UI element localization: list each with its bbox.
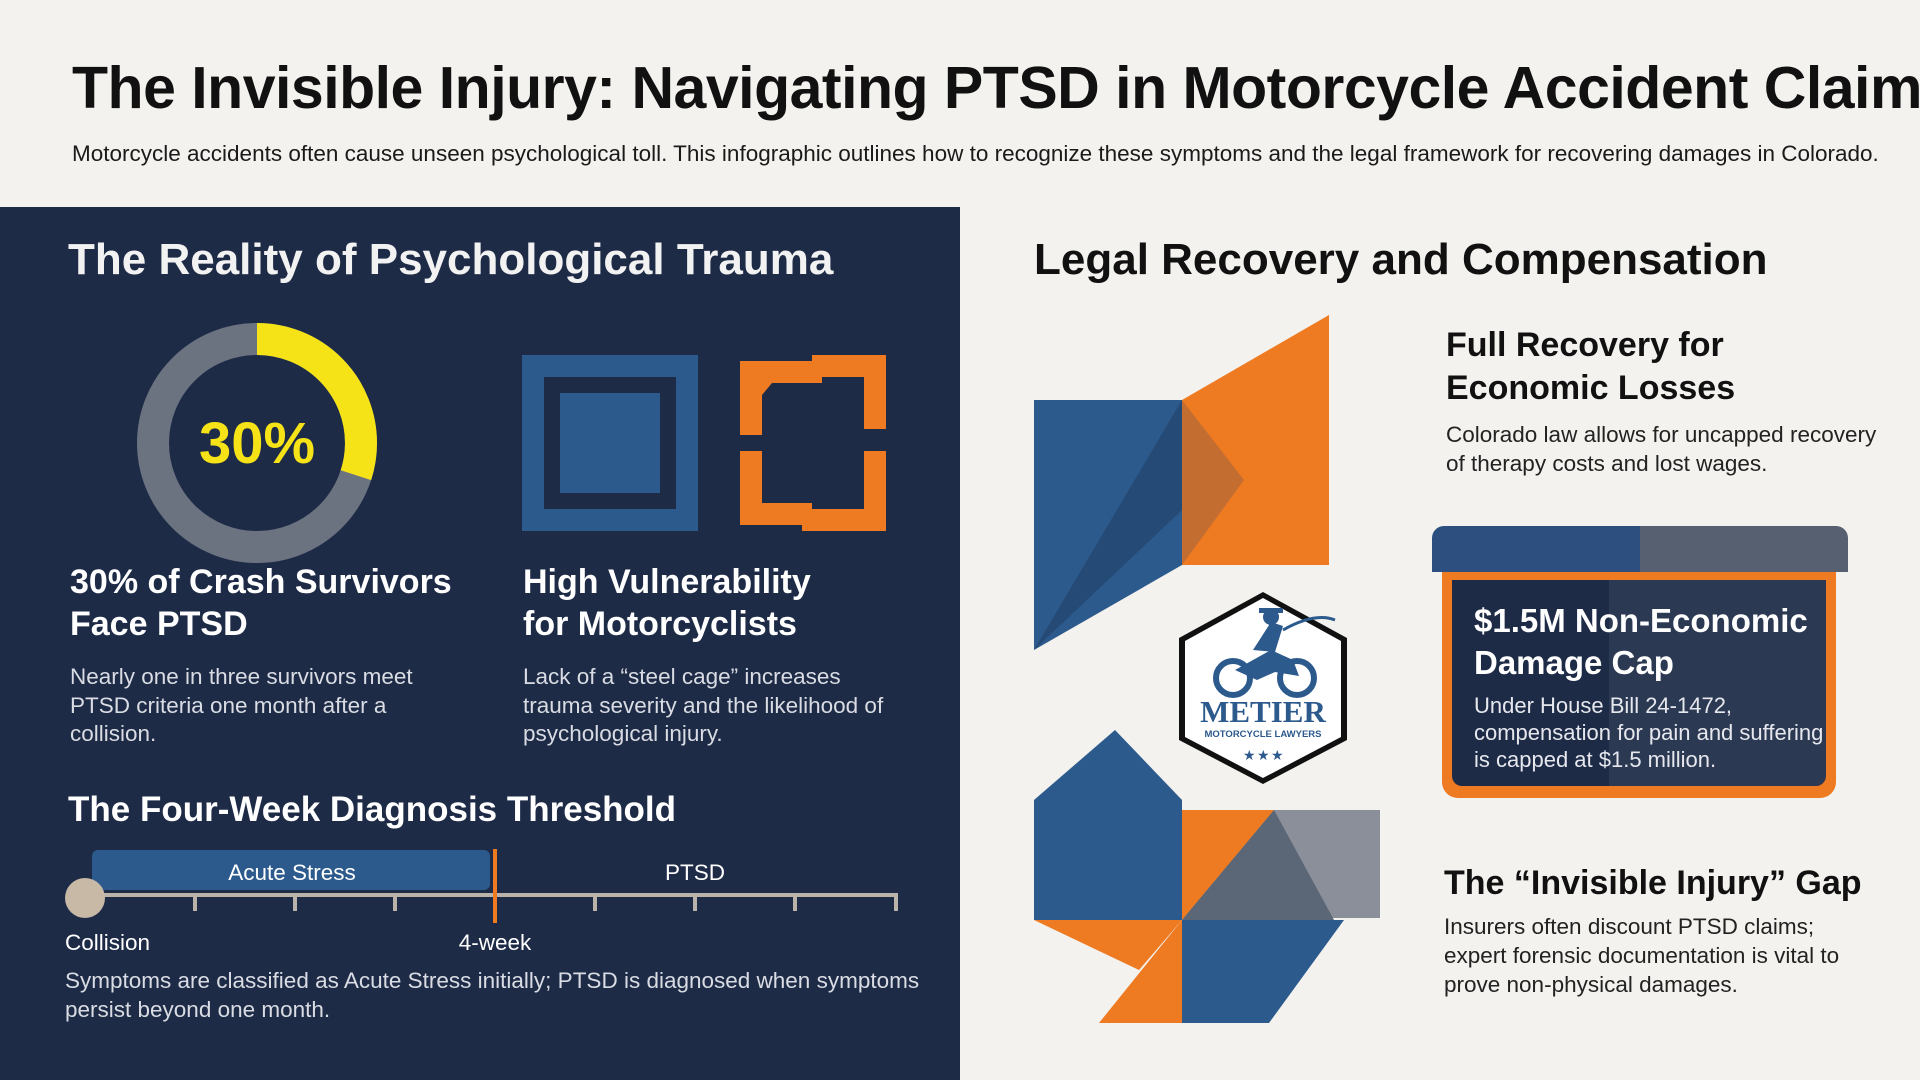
donut-percent-label: 30% [198, 410, 316, 476]
vulnerability-icon [522, 355, 886, 531]
page-title: The Invisible Injury: Navigating PTSD in… [72, 55, 1920, 121]
svg-text:★: ★ [1257, 748, 1270, 764]
stat-ptsd-body: Nearly one in three survivors meet PTSD … [70, 664, 413, 746]
diagnosis-timeline: Acute Stress PTSD Collision 4-week [65, 849, 898, 955]
stat-vulnerability-body: Lack of a “steel cage” increases trauma … [523, 664, 884, 746]
economic-title: Full Recovery for Economic Losses [1446, 326, 1736, 407]
invisible-gap-title: The “Invisible Injury” Gap [1444, 864, 1862, 902]
threshold-note: Symptoms are classified as Acute Stress … [65, 968, 920, 1022]
acute-stress-bar [92, 850, 490, 890]
geometric-decoration [1034, 315, 1380, 1023]
motorcycle-rider-icon [1213, 608, 1336, 698]
ptsd-phase-label: PTSD [665, 860, 725, 885]
damage-cap-frame: $1.5M Non-Economic Damage Cap Under Hous… [1442, 572, 1836, 798]
badge-tagline: MOTORCYCLE LAWYERS [1205, 729, 1322, 740]
damage-cap-panel: $1.5M Non-Economic Damage Cap Under Hous… [1452, 580, 1826, 786]
stat-vulnerability-title: High Vulnerability for Motorcyclists [523, 563, 811, 643]
trauma-section-title: The Reality of Psychological Trauma [68, 235, 834, 284]
timeline-ticks [193, 895, 898, 911]
metier-logo-badge: METIER MOTORCYCLE LAWYERS ★ ★ ★ [1179, 592, 1347, 784]
badge-stars-icon: ★ ★ ★ [1243, 748, 1284, 764]
stat-ptsd-title: 30% of Crash Survivors Face PTSD [70, 563, 452, 643]
orange-bracket-frame [740, 355, 886, 531]
svg-text:★: ★ [1271, 748, 1284, 764]
trauma-panel: The Reality of Psychological Trauma 30% … [0, 207, 960, 1080]
damage-cap-tab [1432, 526, 1848, 572]
economic-body: Colorado law allows for uncapped recover… [1446, 422, 1877, 476]
damage-cap-card: $1.5M Non-Economic Damage Cap Under Hous… [1432, 526, 1848, 798]
donut-fill-arc [137, 323, 377, 563]
page-subtitle: Motorcycle accidents often cause unseen … [72, 141, 1879, 166]
acute-stress-label: Acute Stress [228, 860, 356, 885]
blue-square-center [560, 393, 660, 493]
badge-face [1185, 598, 1341, 778]
ptsd-donut-chart [137, 323, 377, 563]
collision-start-dot [65, 878, 105, 918]
collision-label: Collision [65, 930, 150, 955]
badge-name: METIER [1200, 694, 1326, 729]
threshold-title: The Four-Week Diagnosis Threshold [68, 790, 677, 829]
invisible-gap-body: Insurers often discount PTSD claims; exp… [1444, 914, 1840, 997]
damage-cap-body: Under House Bill 24-1472, compensation f… [1474, 693, 1824, 772]
svg-text:★: ★ [1243, 748, 1256, 764]
header: The Invisible Injury: Navigating PTSD in… [0, 0, 1920, 207]
legal-section-title: Legal Recovery and Compensation [1034, 235, 1768, 284]
four-week-label: 4-week [459, 930, 532, 955]
damage-cap-title: $1.5M Non-Economic Damage Cap [1474, 602, 1808, 681]
